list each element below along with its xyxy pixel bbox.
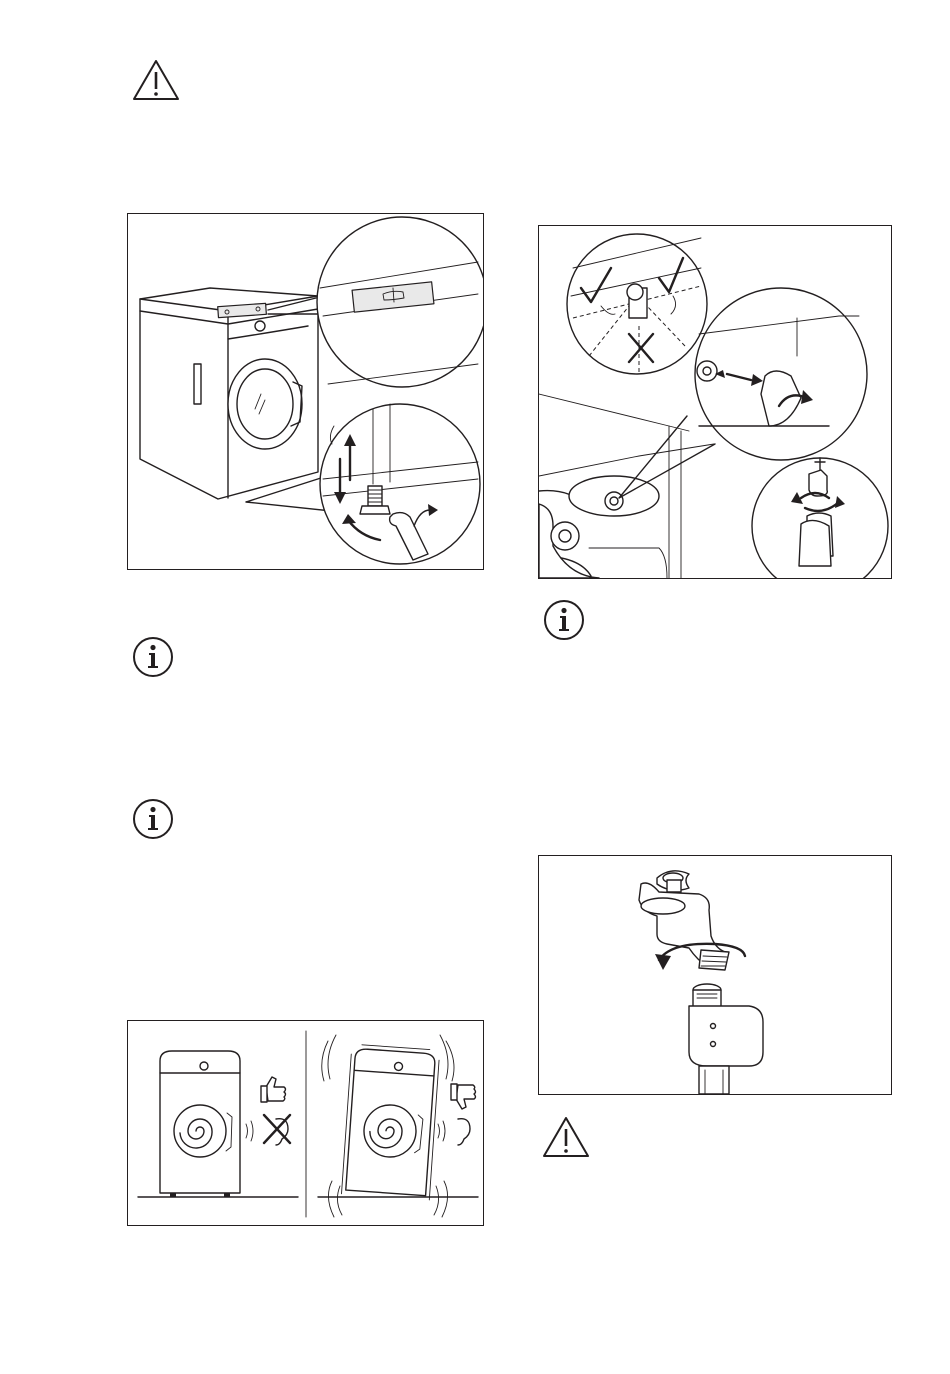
info-icon-left-2: [131, 797, 175, 841]
warning-icon-top: [131, 58, 181, 102]
tap-hose-illustration: [539, 856, 891, 1094]
inlet-hose-illustration: [539, 226, 891, 578]
figure-leveling: [127, 213, 484, 570]
leveling-illustration: [128, 214, 483, 569]
figure-tap-hose-attachment: [538, 855, 892, 1095]
vibration-illustration: [128, 1021, 483, 1225]
figure-vibration-comparison: [127, 1020, 484, 1226]
info-icon-left-1: [131, 635, 175, 679]
info-icon-right-1: [542, 598, 586, 642]
warning-icon-bottom: [541, 1115, 591, 1159]
figure-inlet-hose: [538, 225, 892, 579]
